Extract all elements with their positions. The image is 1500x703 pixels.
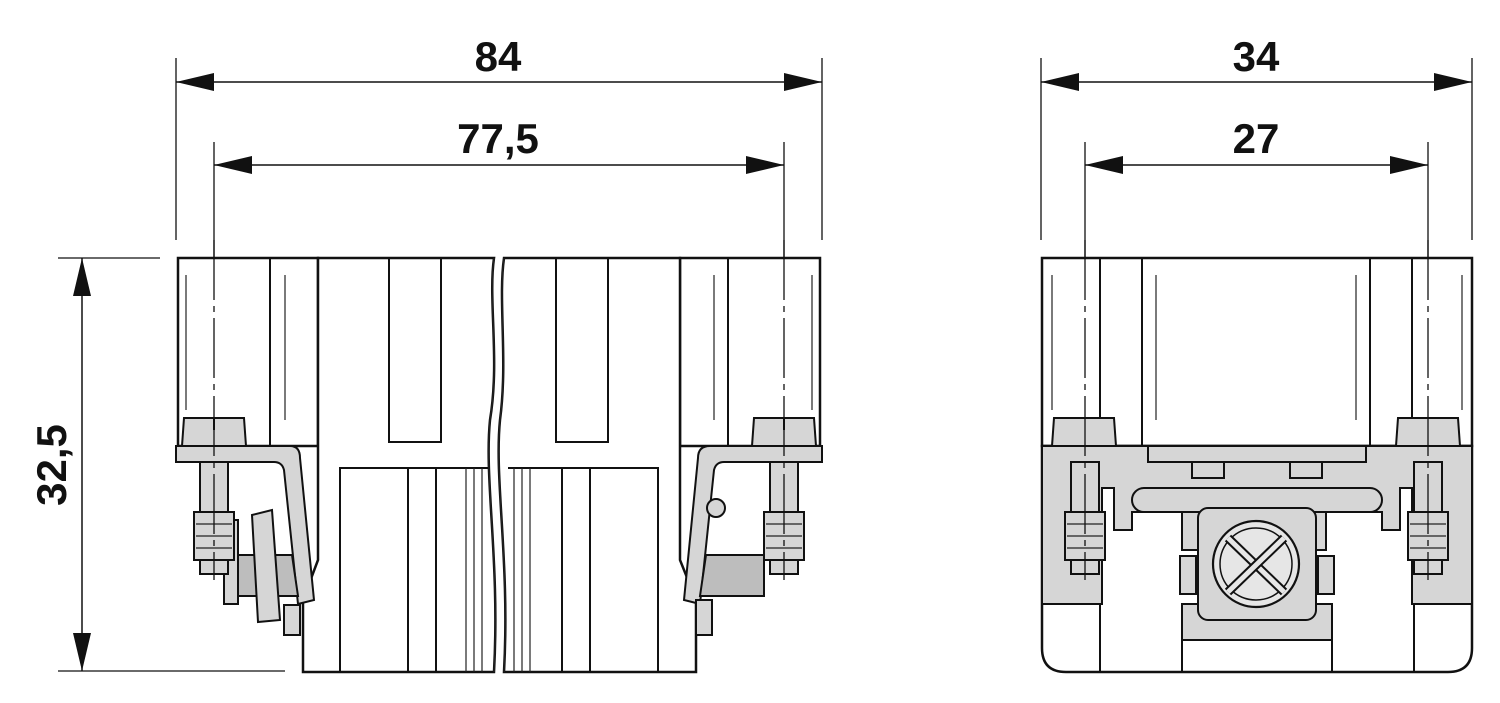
dimension-mounting-width-front: 77,5 [457, 115, 539, 162]
height-dimension: 32,5 [28, 257, 285, 672]
dimension-mounting-width-side: 27 [1233, 115, 1280, 162]
dimension-overall-width-side: 34 [1233, 33, 1280, 80]
side-view-connector [1040, 240, 1474, 674]
dimension-overall-width-front: 84 [475, 33, 522, 80]
front-view-connector [175, 240, 823, 674]
dimension-height: 32,5 [28, 424, 75, 506]
front-view-dimensions: 84 77,5 [175, 33, 823, 420]
